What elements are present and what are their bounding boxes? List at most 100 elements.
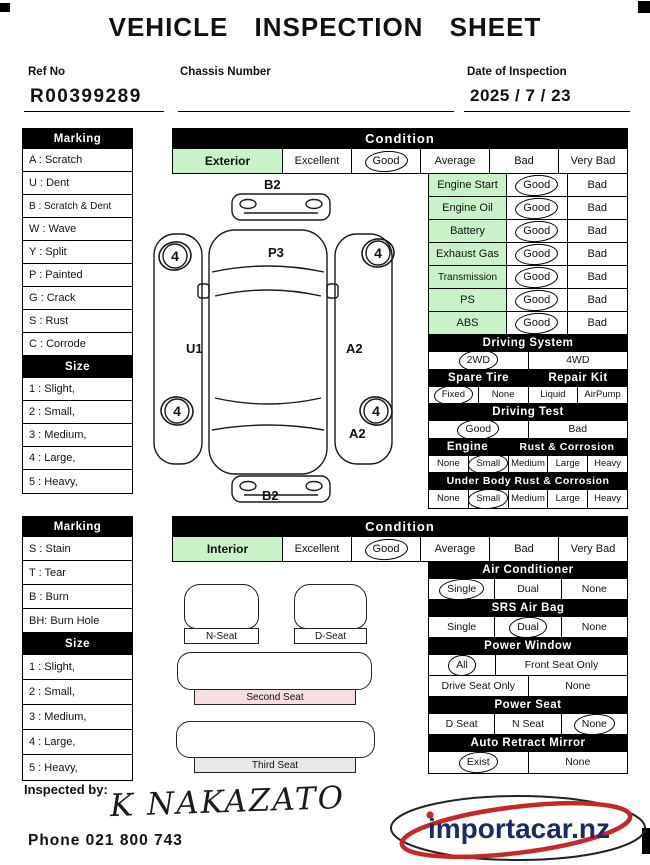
srs-air-bag-row: Single Dual None — [429, 617, 627, 638]
damage-mark-right-side: A2 — [346, 341, 363, 356]
car-right-side-view — [334, 233, 393, 465]
interior-condition-table: Condition Interior Excellent Good Averag… — [172, 516, 628, 562]
damage-mark-right-rear: A2 — [349, 426, 366, 441]
driving-system-4wd: 4WD — [566, 354, 590, 367]
wheel-rear-right — [363, 398, 389, 424]
car-damage-diagram: B2 P3 U1 A2 A2 B2 4 4 4 4 — [153, 177, 395, 503]
exterior-marking-header: Marking — [23, 129, 132, 148]
check-bad: Bad — [587, 293, 608, 306]
legend-item: G : Crack — [29, 292, 76, 304]
rust-medium: Medium — [509, 456, 549, 472]
interior-label: Interior — [173, 537, 283, 561]
exterior-option-verybad: Very Bad — [570, 154, 616, 167]
wheel-mark-1: 4 — [171, 248, 179, 264]
driving-test-row: Good Bad — [429, 421, 627, 439]
legend-item: 2 : Small, — [29, 406, 75, 418]
phone-number: Phone 021 800 743 — [28, 832, 183, 849]
check-row-battery: Battery Good Bad — [429, 220, 627, 243]
power-window-row-1: All Front Seat Only — [429, 655, 627, 676]
power-seat-row: D Seat N Seat None — [429, 714, 627, 735]
power-seat-header: Power Seat — [429, 697, 627, 713]
srs-air-bag-header: SRS Air Bag — [429, 600, 627, 616]
auto-retract-mirror-row: Exist None — [429, 752, 627, 773]
exterior-marking-legend: Marking A : Scratch U : Dent B : Scratch… — [22, 128, 133, 494]
damage-mark-rear: B2 — [262, 488, 279, 503]
legend-item: B : Scratch & Dent — [29, 200, 112, 212]
check-bad: Bad — [587, 224, 608, 237]
damage-mark-front: B2 — [264, 177, 281, 192]
page-title: VEHICLE INSPECTION SHEET — [108, 12, 542, 42]
check-good: Good — [507, 243, 568, 265]
check-good: Good — [507, 289, 568, 311]
spare-tire-row: Fixed None Liquid AirPump — [429, 387, 627, 404]
check-label: ABS — [429, 312, 507, 334]
legend-item: 5 : Heavy, — [29, 475, 78, 488]
spare-none: None — [479, 387, 529, 403]
exterior-option-excellent: Excellent — [283, 149, 352, 173]
legend-item: 5 : Heavy, — [29, 761, 78, 774]
logo-i-dot — [426, 811, 434, 819]
engine-rust-row: None Small Medium Large Heavy — [429, 456, 627, 473]
ac-single: Single — [429, 579, 496, 599]
check-row-engine-start: Engine Start Good Bad — [429, 174, 627, 197]
air-conditioner-header: Air Conditioner — [429, 562, 627, 578]
rust-large: Large — [548, 490, 589, 508]
ref-no-label: Ref No — [28, 66, 66, 78]
third-seat-shape — [176, 721, 375, 758]
pw-front-seat-only: Front Seat Only — [524, 658, 599, 671]
check-good: Good — [507, 197, 568, 219]
ps-d-seat: D Seat — [429, 714, 496, 734]
rust-medium: Medium — [509, 490, 549, 508]
ps-n-seat: N Seat — [495, 714, 562, 734]
inspector-signature: K NAKAZATO — [109, 779, 346, 825]
scan-artifact-top-right — [638, 1, 650, 13]
pw-none: None — [565, 679, 591, 692]
spare-fixed: Fixed — [429, 387, 479, 403]
spare-tire-repair-kit-header: Spare Tire Repair Kit — [429, 370, 627, 387]
interior-condition-row: Interior Excellent Good Average Bad Very… — [173, 537, 627, 561]
check-bad: Bad — [587, 201, 608, 214]
check-good: Good — [507, 312, 568, 334]
ac-none: None — [581, 582, 607, 595]
damage-mark-left-side: U1 — [186, 341, 203, 356]
second-seat-label: Second Seat — [194, 689, 356, 705]
check-row-ps: PS Good Bad — [429, 289, 627, 312]
srs-single: Single — [429, 617, 496, 637]
repair-airpump: AirPump — [584, 389, 621, 401]
engine-rust-header-left: Engine — [429, 439, 507, 455]
logo-text: importacar.nz — [428, 813, 610, 844]
check-label: Transmission — [429, 266, 507, 288]
exterior-condition-row: Exterior Excellent Good Average Bad Very… — [173, 149, 627, 173]
check-good: Good — [507, 174, 568, 196]
engine-rust-header: Engine Rust & Corrosion — [429, 439, 627, 456]
exterior-label: Exterior — [173, 149, 283, 173]
wheel-mark-3: 4 — [374, 245, 382, 261]
interior-option-good: Good — [352, 537, 421, 561]
inspection-date-label: Date of Inspection — [467, 66, 567, 78]
car-rear-view — [231, 475, 331, 503]
arm-exist: Exist — [429, 752, 529, 773]
wheel-front-right — [365, 240, 391, 266]
check-label: PS — [429, 289, 507, 311]
driving-test-header: Driving Test — [429, 404, 627, 420]
inspection-date-underline — [464, 111, 630, 112]
logo-red-swoosh — [399, 800, 633, 860]
legend-item: BH: Burn Hole — [29, 614, 100, 627]
exterior-option-bad: Bad — [490, 149, 559, 173]
scan-artifact-bottom-right — [642, 828, 650, 854]
pw-drive-seat-only: Drive Seat Only — [429, 676, 529, 696]
check-row-transmission: Transmission Good Bad — [429, 266, 627, 289]
car-left-side-view — [153, 233, 203, 465]
driving-system-row: 2WD 4WD — [429, 352, 627, 370]
legend-item: 1 : Slight, — [29, 383, 75, 395]
ac-dual: Dual — [495, 579, 562, 599]
exterior-condition-header: Condition — [173, 129, 627, 148]
exterior-condition-table: Condition Exterior Excellent Good Averag… — [172, 128, 628, 174]
legend-item: W : Wave — [29, 223, 77, 235]
rust-small: Small — [469, 456, 509, 472]
spare-tire-header: Spare Tire — [429, 370, 529, 386]
interior-option-average: Average — [421, 537, 490, 561]
air-conditioner-row: Single Dual None — [429, 579, 627, 600]
power-window-header: Power Window — [429, 638, 627, 654]
rust-heavy: Heavy — [594, 493, 622, 505]
